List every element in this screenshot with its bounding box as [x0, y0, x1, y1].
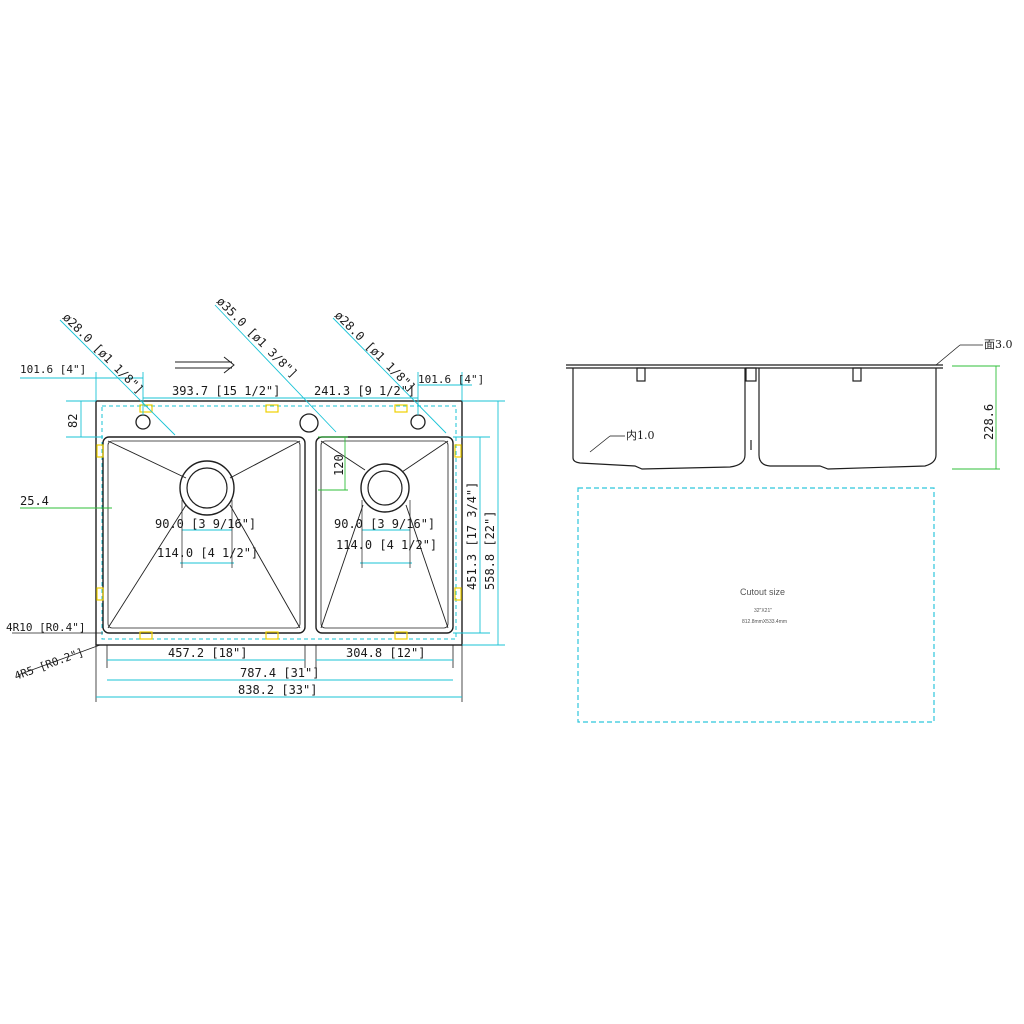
deck-dim: 82 — [66, 414, 80, 428]
sink-outline — [95, 400, 463, 646]
left-drain-outer-dim: 114.0 [4 1/2"] — [157, 546, 258, 560]
outer-radius-dim: 4R5 [R0.2"] — [13, 646, 86, 683]
right-faucet-hole — [410, 414, 426, 430]
section-depth-dim: 228.6 — [982, 404, 996, 440]
divider-height-dim: 120 — [332, 454, 346, 476]
left-bowl-width-dim: 457.2 [18"] — [168, 646, 247, 660]
cutout-size-mm: 812.8mmX533.4mm — [742, 619, 787, 625]
left-drain-inner-dim: 90.0 [3 9/16"] — [155, 517, 256, 531]
inner-width-dim: 787.4 [31"] — [240, 666, 319, 680]
left-faucet-hole — [135, 414, 151, 430]
hole-spacing-left-dim: 393.7 [15 1/2"] — [172, 384, 280, 398]
overall-width-dim: 838.2 [33"] — [238, 683, 317, 697]
rim-dim: 25.4 — [20, 494, 49, 508]
hole-spacing-right-dim: 241.3 [9 1/2"] — [314, 384, 415, 398]
right-bowl — [315, 436, 454, 634]
right-bowl-width-dim: 304.8 [12"] — [346, 646, 425, 660]
cutout-title: Cutout size — [740, 587, 785, 597]
right-drain — [360, 463, 410, 513]
right-offset-dim: 101.6 [4"] — [418, 373, 484, 386]
top-view — [12, 304, 505, 702]
cutout-size-in: 32"X21" — [754, 608, 772, 614]
cutout-outline — [577, 487, 935, 723]
inner-thickness-label: 内1.0 — [626, 428, 655, 442]
rim-guide — [101, 405, 457, 640]
direction-arrow — [175, 356, 235, 374]
inner-radius-dim: 4R10 [R0.4"] — [6, 621, 85, 634]
left-hole-label: ø28.0 [ø1 1/8"] — [60, 310, 147, 397]
left-offset-dim: 101.6 [4"] — [20, 363, 86, 376]
section-view — [566, 364, 943, 470]
mounting-clips — [96, 404, 462, 640]
right-drain-inner-dim: 90.0 [3 9/16"] — [334, 517, 435, 531]
center-faucet-hole — [299, 413, 319, 433]
left-bowl — [102, 436, 306, 634]
left-drain — [179, 460, 235, 516]
surface-thickness-label: 面3.0 — [984, 338, 1013, 351]
bowl-depth-dim: 451.3 [17 3/4"] — [465, 482, 479, 590]
overall-depth-dim: 558.8 [22"] — [483, 511, 497, 590]
right-hole-label: ø28.0 [ø1 1/8"] — [332, 308, 419, 395]
right-drain-outer-dim: 114.0 [4 1/2"] — [336, 538, 437, 552]
